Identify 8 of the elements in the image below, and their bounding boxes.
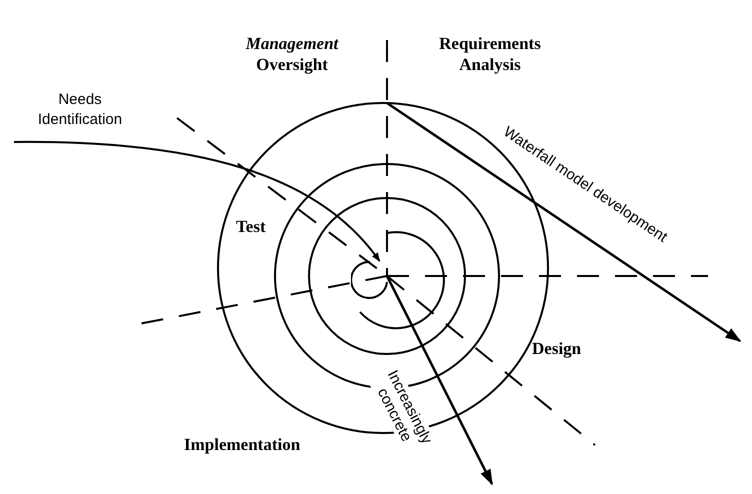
phase-label: Requirements Analysis [438,33,542,75]
phase-label: Implementation [184,434,300,456]
phase-label: Test [236,216,266,238]
inner-spiral [351,261,389,299]
phase-label: Design [532,338,582,360]
arrow [14,141,380,262]
node-label: Needs Identification [36,90,124,130]
phase-label: Management Oversight [244,33,340,75]
